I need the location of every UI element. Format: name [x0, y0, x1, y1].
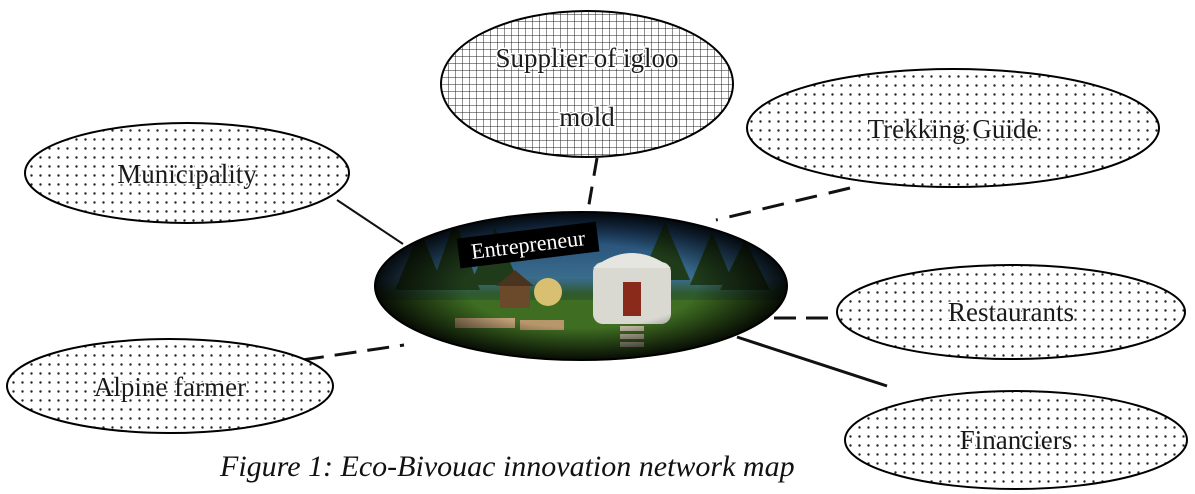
hub-entrepreneur: Entrepreneur [374, 211, 788, 361]
node-alpine-label: Alpine farmer [94, 372, 246, 402]
node-supplier: Supplier of igloo mold [440, 10, 734, 158]
node-restaurants-label: Restaurants [948, 297, 1074, 327]
node-municipality-label: Municipality [117, 159, 257, 189]
figure-caption: Figure 1: Eco-Bivouac innovation network… [219, 450, 795, 483]
link-alpine [301, 343, 405, 362]
link-financiers [736, 335, 888, 388]
link-supplier [586, 157, 599, 211]
node-restaurants: Restaurants [836, 264, 1186, 360]
node-trekking: Trekking Guide [746, 68, 1160, 188]
node-supplier-label-line2: mold [559, 102, 615, 132]
node-financiers-label: Financiers [960, 425, 1072, 455]
hub-photo [375, 212, 787, 360]
node-trekking-label: Trekking Guide [868, 114, 1039, 144]
link-municipality [336, 199, 404, 245]
node-alpine: Alpine farmer [6, 338, 334, 434]
node-municipality: Municipality [24, 122, 350, 224]
hub-label-box [456, 221, 600, 269]
node-financiers: Financiers [844, 390, 1188, 490]
node-supplier-label-line1: Supplier of igloo [496, 43, 679, 73]
link-trekking [715, 186, 851, 222]
